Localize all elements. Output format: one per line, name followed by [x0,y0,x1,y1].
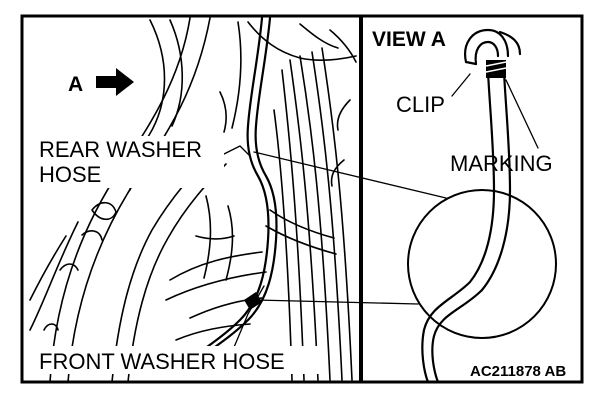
rear-washer-hose-label-line1: REAR WASHER [39,137,202,162]
detail-leader-lines [451,73,539,149]
detail-clip [485,60,507,78]
view-a-title: VIEW A [372,28,446,51]
front-washer-hose-label: FRONT WASHER HOSE [39,349,285,374]
front-hose-label-bg [36,346,322,374]
rear-hose-label-bg [36,136,224,188]
view-pointer-label: A [68,73,83,96]
rear-washer-hose-label-line2: HOSE [39,162,101,187]
view-a-arrow [96,68,134,96]
detail-circle [407,189,557,339]
leader-lines [219,145,447,353]
figure-code: AC211878 AB [470,363,566,380]
clip-label: CLIP [396,92,445,117]
detail-hose [421,28,522,384]
diagram-frame [20,14,584,384]
marking-label: MARKING [450,151,553,176]
washer-hose-run [198,16,278,354]
